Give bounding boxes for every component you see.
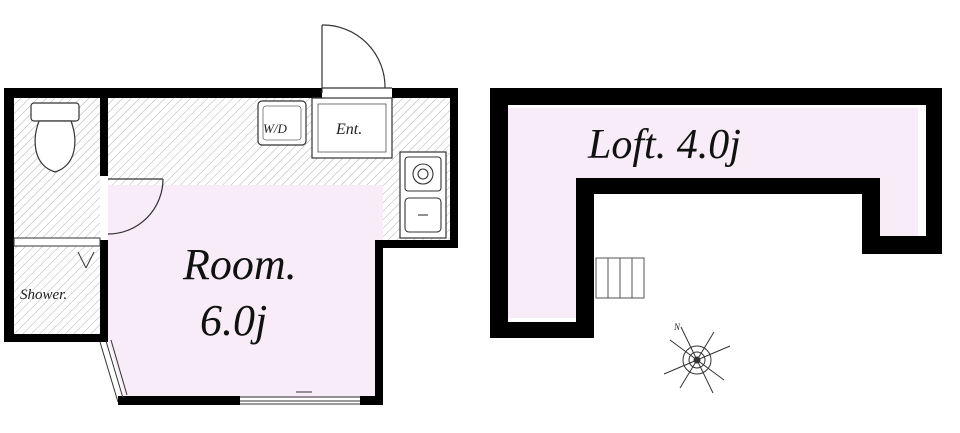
entrance-label: Ent.	[335, 121, 362, 138]
stove-icon	[404, 156, 442, 192]
loft: Loft. 4.0j	[490, 88, 942, 338]
shower-label: Shower.	[20, 287, 67, 303]
room-floor	[108, 185, 383, 398]
washer-inner	[262, 105, 302, 141]
toilet-icon	[30, 102, 80, 173]
entrance-area	[311, 97, 393, 159]
shower-drain	[77, 251, 87, 269]
compass-north-label: N	[673, 322, 681, 332]
loft-floor	[508, 108, 918, 318]
entrance-inner	[317, 103, 387, 153]
stairs-icon	[595, 257, 645, 299]
door-swing-icon	[321, 24, 392, 93]
washer-space	[257, 100, 307, 146]
loft-walls	[490, 88, 942, 338]
shower-drain-2	[85, 251, 95, 269]
compass-icon	[663, 326, 731, 394]
bay-window	[99, 339, 128, 403]
washer-label: W/D	[263, 121, 287, 136]
walls	[4, 88, 458, 405]
kitchen-counter	[399, 151, 447, 239]
shower-divider	[13, 237, 101, 247]
room-size-label: 6.0j	[200, 296, 267, 345]
sink-icon	[404, 197, 442, 233]
room-name-label: Room.	[182, 240, 297, 289]
room-door-icon	[107, 178, 164, 235]
window	[240, 391, 360, 405]
main-unit: Room. 6.0j Shower. Ent. W/D	[4, 24, 458, 405]
loft-label: Loft. 4.0j	[587, 122, 741, 168]
